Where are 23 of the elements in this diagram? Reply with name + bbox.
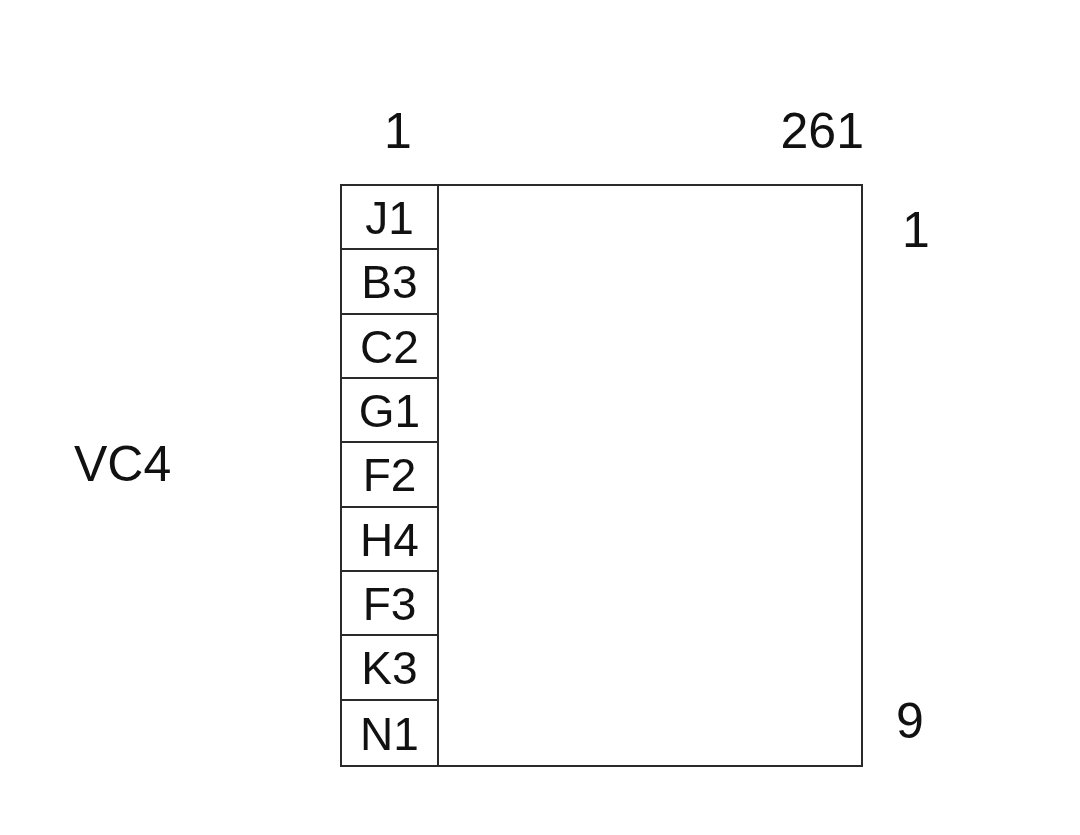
cell-label: F3 <box>362 579 417 628</box>
cell-label: H4 <box>360 514 419 563</box>
table-cell <box>342 507 439 572</box>
table-cell <box>342 379 439 444</box>
cell-label: F2 <box>362 450 417 499</box>
table-cell <box>342 572 439 637</box>
column-number: 1 <box>383 103 413 159</box>
table-cell <box>342 443 439 508</box>
cell-label: J1 <box>365 193 414 242</box>
row-number: 1 <box>901 202 931 258</box>
frame-label: VC4 <box>74 436 173 492</box>
frame-box <box>340 184 863 767</box>
table-cell <box>342 314 439 379</box>
table-cell <box>342 186 439 251</box>
table-cell <box>342 250 439 315</box>
cell-label: B3 <box>361 257 418 306</box>
cell-label: G1 <box>358 386 421 435</box>
cell-label: C2 <box>360 321 419 370</box>
cell-label: K3 <box>361 643 418 692</box>
column-number: 261 <box>779 103 864 159</box>
cell-label: N1 <box>360 708 419 757</box>
row-number: 9 <box>895 693 925 749</box>
table-cell <box>342 636 439 701</box>
